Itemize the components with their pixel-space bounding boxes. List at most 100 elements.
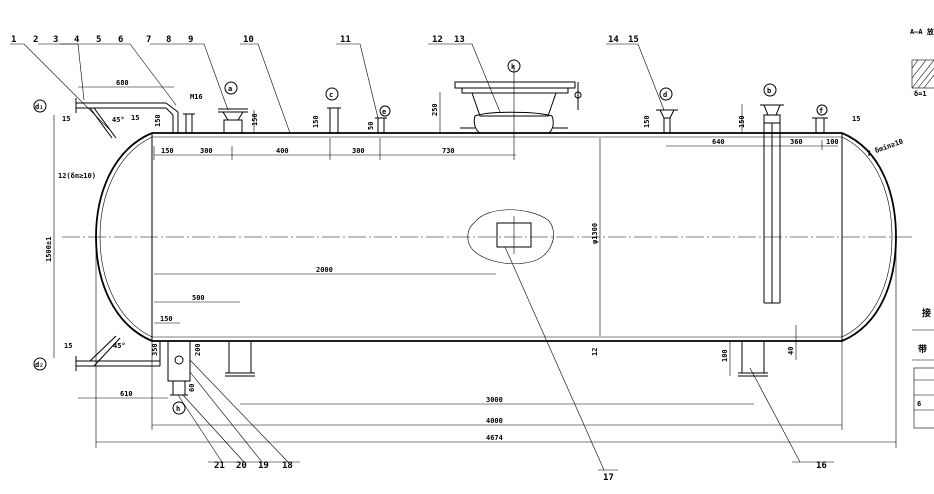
dim-head-thk: 12(δn≥10): [58, 172, 96, 180]
nozzle-e-top: [375, 117, 387, 133]
part-18: 18: [282, 461, 293, 471]
dim-15c: 15: [852, 115, 860, 123]
part-7: 7: [146, 35, 151, 45]
part-number-labels: 1 2 3 4 5 6 7 8 9 10 11 12 13 14 15 16 1…: [11, 35, 827, 483]
part-19: 19: [258, 461, 269, 471]
dim-250: 250: [431, 103, 439, 116]
nozzle-d2-bottom: [75, 335, 161, 371]
marker-h-circle: [172, 401, 186, 415]
dim-150h: 150: [161, 147, 174, 155]
dim-4674: 4674: [486, 434, 503, 442]
marker-a-circle: [224, 81, 238, 95]
dim-4000: 4000: [486, 417, 503, 425]
part-11: 11: [340, 35, 351, 45]
part-20: 20: [236, 461, 247, 471]
mark-a: a: [228, 85, 232, 93]
nozzle-c-top: [327, 107, 341, 133]
dim-150b: 150: [160, 315, 173, 323]
dim-12: 12: [591, 348, 599, 356]
side-panel-text: A—A 放 δ=1 接 带 6: [910, 27, 934, 408]
dip-pipe: [763, 123, 781, 304]
mark-e: e: [382, 108, 386, 116]
dim-680: 680: [116, 79, 129, 87]
dim-150n1: 150: [154, 114, 162, 127]
nozzle-a-top: [218, 108, 248, 134]
dim-40: 40: [787, 347, 795, 355]
dim-640: 640: [712, 138, 725, 146]
mark-d: d: [663, 91, 667, 99]
dim-50: 50: [367, 122, 375, 130]
mark-d2: d₂: [35, 361, 43, 369]
dim-400: 400: [276, 147, 289, 155]
dim-m16: M16: [190, 93, 203, 101]
marker-c-circle: [325, 87, 339, 101]
dim-45a: 45°: [112, 116, 125, 124]
part-21: 21: [214, 461, 225, 471]
dim-15d: 15: [64, 342, 72, 350]
mark-d1: d₁: [35, 103, 43, 111]
side-note-3: 带: [918, 343, 927, 355]
marker-e-circle: [379, 105, 391, 117]
dim-100: 100: [826, 138, 839, 146]
part-14: 14: [608, 35, 619, 45]
nozzle-d1-top: [75, 98, 179, 139]
dim-150n2: 150: [251, 113, 259, 126]
nozzle-mark-labels: a c e k d b f d₁ d₂ h: [35, 63, 823, 413]
part-4: 4: [74, 35, 80, 45]
part-3: 3: [53, 35, 58, 45]
saddle-left: [225, 340, 255, 377]
part-10: 10: [243, 35, 254, 45]
marker-b-circle: [763, 83, 777, 97]
dim-3000: 3000: [486, 396, 503, 404]
dim-1500: 1500±1: [45, 237, 53, 262]
mark-f: f: [819, 107, 823, 115]
part-17: 17: [603, 473, 614, 483]
dim-60: 60: [188, 384, 196, 392]
marker-k-circle: [507, 59, 521, 73]
dim-500: 500: [192, 294, 205, 302]
dim-150n5: 150: [738, 115, 746, 128]
dim-45b: 45°: [113, 342, 126, 350]
part-6: 6: [118, 35, 123, 45]
part-15: 15: [628, 35, 639, 45]
part-1: 1: [11, 35, 16, 45]
dim-300b: 300: [352, 147, 365, 155]
leader-lines: [10, 43, 834, 471]
part-8: 8: [166, 35, 171, 45]
dim-360: 360: [790, 138, 803, 146]
dim-15b: 15: [131, 114, 139, 122]
marker-f-circle: [816, 104, 828, 116]
dim-610: 610: [120, 390, 133, 398]
side-note-2: 接: [922, 307, 931, 319]
dim-100b: 100: [721, 349, 729, 362]
dim-1300: φ1300: [591, 223, 599, 244]
part-13: 13: [454, 35, 465, 45]
manhole-cutout: [467, 209, 554, 265]
part-2: 2: [33, 35, 38, 45]
dim-300a: 300: [200, 147, 213, 155]
nozzle-d-top: [656, 109, 678, 133]
saddle-right: [738, 340, 768, 377]
marker-d1-circle: [33, 99, 47, 113]
dim-350: 350: [151, 343, 159, 356]
manhole-nozzle-k: [454, 81, 582, 134]
nozzle-f-top: [812, 117, 828, 134]
dimension-lines: [53, 65, 897, 448]
mark-b: b: [767, 87, 771, 95]
side-note-1: δ=1: [914, 90, 927, 98]
dimension-labels: 680 15 45° M16 150 150 150 150 150 50 25…: [45, 79, 904, 442]
side-view-title: A—A 放: [910, 27, 934, 36]
dim-150n4: 150: [643, 115, 651, 128]
part-5: 5: [96, 35, 101, 45]
dim-head-r: 2 δmin≥10: [866, 137, 904, 157]
side-note-4: 6: [917, 400, 921, 408]
part-12: 12: [432, 35, 443, 45]
part-16: 16: [816, 461, 827, 471]
mark-c: c: [329, 91, 333, 99]
nozzle-e-top-left: [183, 113, 195, 134]
marker-d2-circle: [33, 357, 47, 371]
part-9: 9: [188, 35, 193, 45]
dim-15a: 15: [62, 115, 70, 123]
